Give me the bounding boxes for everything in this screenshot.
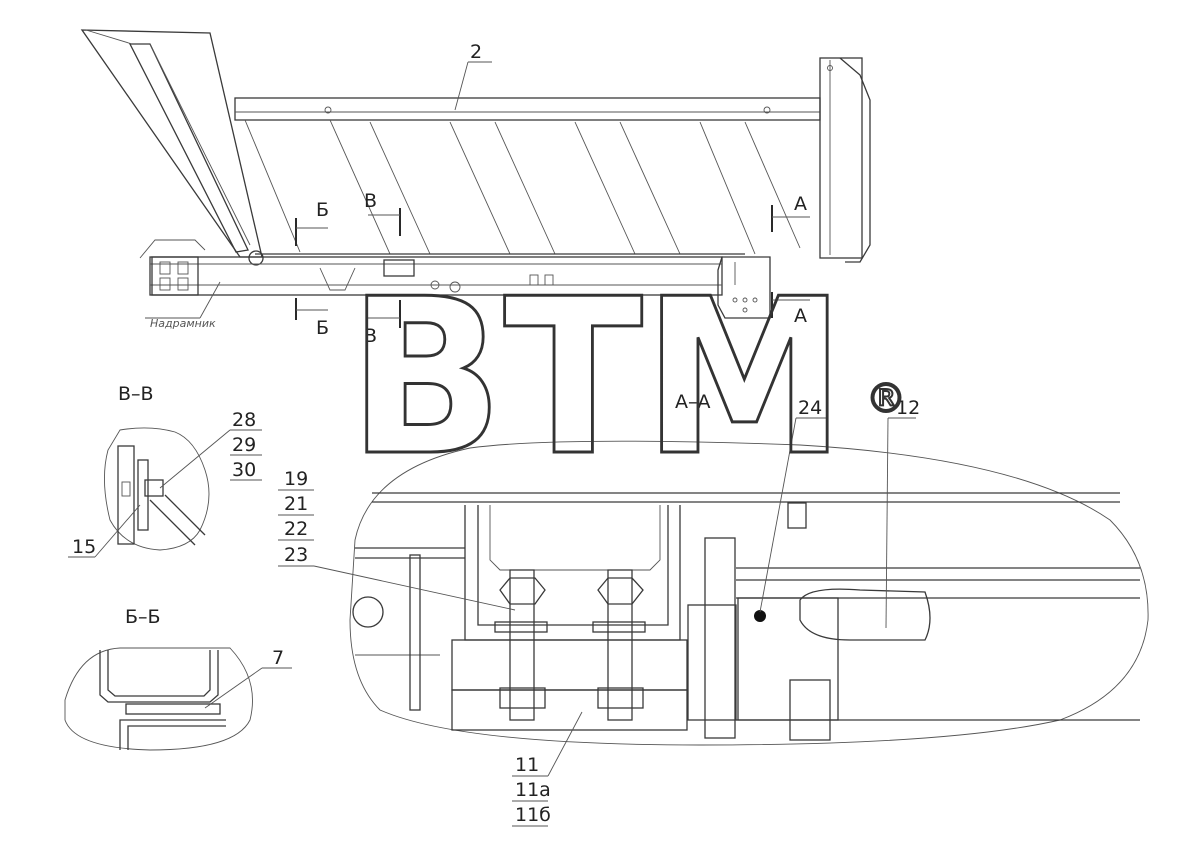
mark-v-top: В: [364, 190, 377, 212]
label-7: 7: [272, 647, 284, 669]
tailgate: [819, 57, 863, 259]
lube-point: [754, 610, 766, 622]
section-bb-outline: [64, 647, 253, 751]
label-28: 28: [232, 409, 256, 431]
label-15: 15: [72, 536, 96, 558]
label-30: 30: [232, 459, 256, 481]
label-11a: 11а: [515, 779, 551, 801]
mark-a-bottom: А: [794, 305, 807, 327]
mark-b-bottom: Б: [316, 317, 329, 339]
subframe: [149, 256, 723, 296]
mark-v-bottom: В: [364, 325, 377, 347]
label-11b: 11б: [515, 804, 551, 826]
subframe-note: Надрамник: [150, 317, 216, 330]
rear-bracket: [717, 256, 771, 319]
label-24: 24: [798, 397, 822, 419]
label-21: 21: [284, 493, 308, 515]
watermark-registered-mark: ®: [866, 376, 906, 422]
section-bb: Б–Б 7: [64, 606, 292, 751]
mark-b-top: Б: [316, 199, 329, 221]
label-12: 12: [896, 397, 920, 419]
label-19: 19: [284, 468, 308, 490]
front-board-inner: [128, 43, 249, 253]
section-vv: В–В 28 29 30 15: [68, 383, 262, 558]
top-rail: [234, 97, 821, 121]
label-part-2: 2: [470, 41, 482, 63]
section-aa-outline: [349, 440, 1149, 746]
section-aa-title: А–А: [675, 391, 711, 413]
watermark-text: BTM: [348, 252, 846, 503]
label-23: 23: [284, 544, 308, 566]
label-22: 22: [284, 518, 308, 540]
label-29: 29: [232, 434, 256, 456]
dump-body-side-view: 2 Надрамник Б Б В В А А: [80, 29, 871, 347]
watermark: BTM ®: [347, 251, 908, 505]
section-vv-title: В–В: [118, 383, 154, 405]
section-aa: А–А: [278, 391, 1149, 827]
section-bb-title: Б–Б: [125, 606, 161, 628]
label-11: 11: [515, 754, 539, 776]
mark-a-top: А: [794, 193, 807, 215]
